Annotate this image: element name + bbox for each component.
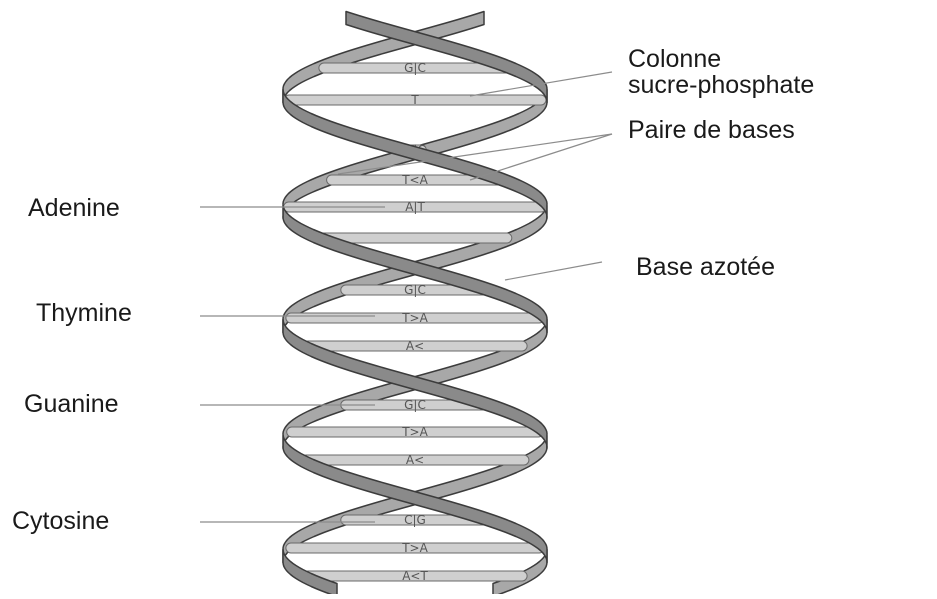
base-pair-text: T<A [401, 173, 428, 187]
base-pair-text: T [410, 93, 419, 107]
base-pair-text: G|C [404, 398, 426, 412]
base-pair-leader-line-2 [470, 134, 612, 180]
guanine-label: Guanine [24, 390, 119, 418]
base-pair-rung: A< [303, 339, 527, 353]
backbone-leader-line [470, 72, 612, 96]
base-pair-text: A< [406, 453, 424, 467]
adenine-label: Adenine [28, 194, 120, 222]
base-pair-rung: T>A [287, 425, 544, 439]
base-pair-text: A|T [405, 200, 425, 214]
backbone-label-line-1: Colonne [628, 45, 721, 73]
nitrogen-base-leader-line [505, 262, 602, 280]
base-pair-text: G|C [404, 283, 426, 297]
base-pair-text: G|C [404, 61, 426, 75]
base-pair-text: T>A [401, 541, 428, 555]
base-pair-rung: A< [301, 453, 529, 467]
base-pair-label: Paire de bases [628, 116, 795, 144]
base-pair-text: A< [406, 339, 424, 353]
base-pair-text: C|G [404, 513, 426, 527]
base-pair-text: T>A [401, 425, 428, 439]
base-pair-text: T>A [401, 311, 428, 325]
base-pair-rung: T>A [286, 541, 544, 555]
base-pair-rung: A<T [303, 569, 527, 583]
base-pair-rung: T>A [286, 311, 544, 325]
base-pair-rung: T [284, 93, 546, 107]
base-pair-text: A<T [402, 569, 428, 583]
backbone-label-line-2: sucre-phosphate [628, 71, 814, 99]
cytosine-label: Cytosine [12, 507, 109, 535]
thymine-label: Thymine [36, 299, 132, 327]
nitrogen-base-label: Base azotée [636, 253, 775, 281]
